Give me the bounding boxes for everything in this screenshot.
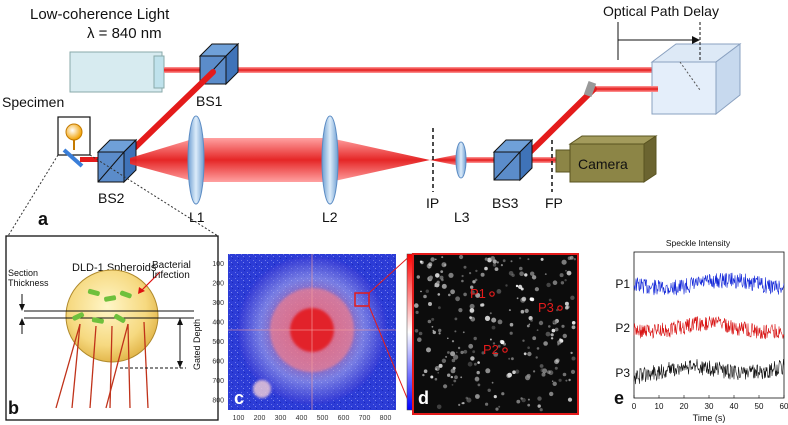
series-line-p2 <box>633 316 785 340</box>
chart-x-tick: 60 <box>780 402 788 411</box>
series-label-p3: P3 <box>615 366 630 380</box>
lens-l2 <box>321 115 339 205</box>
c-y-tick: 800 <box>212 397 224 404</box>
bacterial-infection-label: Bacterial Infection <box>152 260 194 281</box>
camera-label: Camera <box>578 156 628 172</box>
panel-b-inset: DLD-1 Spheroids Section Thickness <box>5 235 219 421</box>
specimen-label: Specimen <box>2 94 64 110</box>
c-y-tick: 700 <box>212 378 224 385</box>
chart-x-tick: 50 <box>755 402 764 411</box>
spheroid-title: DLD-1 Spheroids <box>72 262 157 274</box>
camera <box>555 135 658 183</box>
gated-depth-label: Gated Depth <box>192 319 202 370</box>
panel-c-x-ticks: 100 200 300 400 500 600 700 800 <box>233 415 392 422</box>
sample-arm-beam <box>119 69 216 163</box>
c-y-tick: 300 <box>212 300 224 307</box>
point-label-p2: P2 <box>483 342 499 357</box>
light-source <box>69 51 165 93</box>
panel-label-b: b <box>8 398 19 418</box>
chart-x-tick: 0 <box>632 402 637 411</box>
c-x-tick: 700 <box>359 415 371 422</box>
c-x-tick: 600 <box>338 415 350 422</box>
bs1-label: BS1 <box>196 93 223 109</box>
chart-title: Speckle Intensity <box>666 238 731 248</box>
c-y-tick: 400 <box>212 319 224 326</box>
c-x-tick: 200 <box>254 415 266 422</box>
panel-c-y-ticks: 100 200 300 400 500 600 700 800 <box>212 261 224 405</box>
specimen-mirror <box>62 148 84 168</box>
source-label: Low-coherence Light <box>30 6 170 23</box>
bs3-cube <box>492 138 534 182</box>
delay-stage <box>650 43 742 116</box>
plot-area <box>633 251 785 399</box>
chart-series <box>633 272 785 385</box>
return-beam-h <box>594 86 658 92</box>
point-label-p3: P3 <box>538 300 554 315</box>
series-line-p3 <box>633 358 785 385</box>
detection-beam <box>130 138 430 182</box>
reference-beam <box>164 67 654 73</box>
chart-x-ticks: 0 10 20 30 40 50 60 <box>632 395 788 411</box>
delay-label: Optical Path Delay <box>603 3 719 19</box>
point-label-p1: P1 <box>470 286 486 301</box>
panel-label-d: d <box>418 388 429 408</box>
section-thickness-label: Section Thickness <box>8 268 49 288</box>
c-y-tick: 200 <box>212 280 224 287</box>
specimen-box <box>57 116 91 156</box>
series-label-p1: P1 <box>615 277 630 291</box>
bs2-label: BS2 <box>98 190 125 206</box>
series-label-p2: P2 <box>615 321 630 335</box>
wavelength-label: λ = 840 nm <box>87 25 162 42</box>
speckle-dots <box>414 254 576 412</box>
specimen-bulb <box>65 123 83 141</box>
chart-x-tick: 20 <box>680 402 689 411</box>
c-y-tick: 500 <box>212 339 224 346</box>
ip-label: IP <box>426 195 439 211</box>
lens-l1 <box>187 115 205 205</box>
lens-l3 <box>455 141 467 179</box>
c-y-tick: 600 <box>212 358 224 365</box>
bacteria <box>72 288 132 324</box>
series-line-p1 <box>633 272 785 296</box>
chart-x-tick: 30 <box>705 402 714 411</box>
panel-c-image: 100 200 300 400 500 600 700 800 100 200 300 400 500… <box>212 253 434 422</box>
panel-a-setup: Low-coherence Light λ = 840 nm Optical P… <box>2 3 742 237</box>
l2-label: L2 <box>322 209 338 225</box>
bs1-cube <box>198 42 240 86</box>
point-marker-p1 <box>489 291 495 297</box>
point-marker-p3 <box>557 305 563 311</box>
chart-x-tick: 40 <box>730 402 739 411</box>
l3-label: L3 <box>454 209 470 225</box>
c-x-tick: 500 <box>317 415 329 422</box>
point-marker-p2 <box>502 347 508 353</box>
fp-label: FP <box>545 195 563 211</box>
c-x-tick: 400 <box>296 415 308 422</box>
c-x-tick: 100 <box>233 415 245 422</box>
c-x-tick: 300 <box>275 415 287 422</box>
c-x-tick: 800 <box>380 415 392 422</box>
zoom-box <box>354 292 370 307</box>
gating-rays <box>55 321 149 409</box>
panel-label-a: a <box>38 209 49 229</box>
c-y-tick: 100 <box>212 261 224 268</box>
panel-label-e: e <box>614 388 624 408</box>
bs3-label: BS3 <box>492 195 519 211</box>
chart-x-tick: 10 <box>655 402 664 411</box>
panel-label-c: c <box>234 388 244 408</box>
delay-arrow <box>617 22 701 60</box>
l1-label: L1 <box>189 209 205 225</box>
x-axis-label: Time (s) <box>693 413 726 423</box>
mirror-top <box>583 81 597 97</box>
